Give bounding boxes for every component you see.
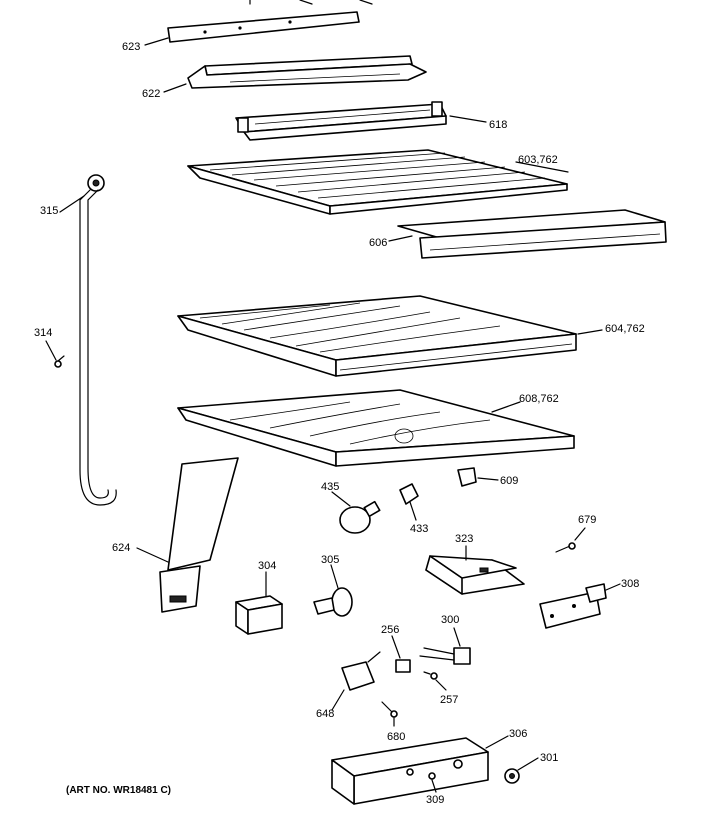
label-606: 606 (369, 237, 387, 249)
label-604-762: 604,762 (605, 323, 645, 335)
part-305-dial: 305 (313, 554, 353, 617)
label-608-762: 608,762 (519, 393, 559, 405)
part-256-switch: 256 (381, 624, 411, 673)
part-623-strip: 623 (122, 11, 360, 53)
part-604-pan: 604,762 (177, 295, 645, 377)
label-304: 304 (258, 560, 276, 572)
label-306: 306 (509, 728, 527, 740)
art-number: (ART NO. WR18481 C) (66, 785, 171, 796)
label-314: 314 (34, 327, 52, 339)
label-623: 623 (122, 41, 140, 53)
part-618-rail: 618 (235, 101, 507, 141)
part-624-panel: 624 (112, 457, 239, 613)
label-435: 435 (321, 481, 339, 493)
part-308-bracket: 308 (539, 578, 639, 629)
label-648: 648 (316, 708, 334, 720)
label-618: 618 (489, 119, 507, 131)
label-622: 622 (142, 88, 160, 100)
label-256: 256 (381, 624, 399, 636)
part-679-screw: 679 (555, 514, 596, 553)
part-323-box: 323 (425, 533, 525, 595)
part-300-relay: 300 (419, 614, 471, 665)
part-648-motor: 648 (316, 651, 381, 720)
label-315: 315 (40, 205, 58, 217)
label-309: 309 (426, 794, 444, 806)
top-fragment (249, 0, 373, 5)
part-603-shelf: 603,762 (187, 149, 569, 215)
label-308: 308 (621, 578, 639, 590)
part-314-screw: 314 (34, 327, 65, 368)
label-257: 257 (440, 694, 458, 706)
label-609: 609 (500, 475, 518, 487)
part-609-clip: 609 (457, 467, 518, 487)
part-680-screw: 680 (381, 701, 405, 743)
part-304-block: 304 (235, 560, 283, 635)
label-323: 323 (455, 533, 473, 545)
label-603-762: 603,762 (518, 154, 558, 166)
label-300: 300 (441, 614, 459, 626)
part-435-bulb: 435 (321, 481, 381, 534)
part-608-pan: 608,762 (177, 389, 575, 467)
label-680: 680 (387, 731, 405, 743)
part-622-cover: 622 (142, 55, 427, 100)
part-257-screw: 257 (423, 671, 458, 706)
part-306-base: 306 309 (331, 728, 527, 806)
part-606-drawer: 606 (369, 209, 667, 259)
label-433: 433 (410, 523, 428, 535)
label-305: 305 (321, 554, 339, 566)
part-315-tube: 315 (40, 174, 117, 506)
label-679: 679 (578, 514, 596, 526)
label-301: 301 (540, 752, 558, 764)
part-433-socket: 433 (399, 483, 428, 535)
part-301-nut: 301 (504, 752, 558, 784)
label-624: 624 (112, 542, 130, 554)
